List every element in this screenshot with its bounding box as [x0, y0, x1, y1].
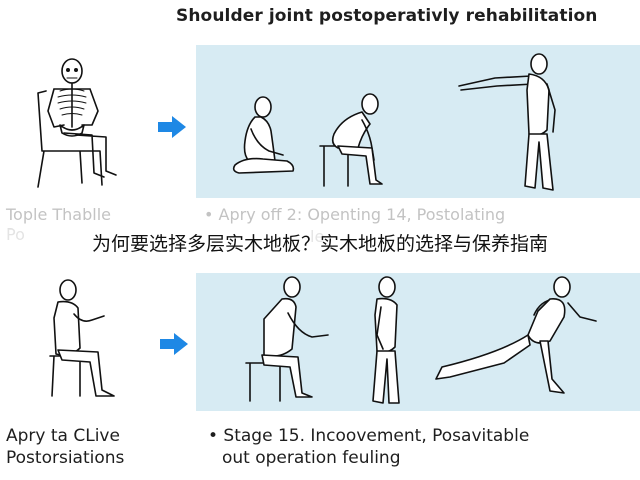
top-left-caption-line1: Tople Thablle	[6, 205, 111, 224]
seated-bending-figure	[319, 93, 383, 187]
arrow-right-icon	[160, 333, 188, 355]
bottom-left-caption-line2: Postorsiations	[6, 448, 125, 468]
overlay-banner-text: 为何要选择多层实木地板？实木地板的选择与保养指南	[0, 229, 640, 256]
standing-arms-forward-figure	[458, 53, 556, 191]
bottom-left-caption-line1: Apry ta CLive	[6, 426, 120, 446]
seated-figure	[49, 279, 115, 397]
skeleton-figure	[37, 58, 117, 188]
lunge-stretch-figure	[435, 276, 597, 394]
bottom-right-caption-line2: out operation feuling	[222, 448, 401, 468]
bottom-right-caption-line1: • Stage 15. Incoovement, Posavitable	[208, 426, 530, 446]
arrow-right-icon	[158, 116, 186, 138]
kneeling-figure	[232, 96, 295, 174]
page-title: Shoulder joint postoperativly rehabilita…	[176, 6, 598, 26]
standing-figure	[372, 276, 400, 404]
seated-arm-reach-figure	[245, 276, 329, 402]
top-right-caption: • Apry off 2: Openting 14, Postolating	[204, 205, 506, 224]
